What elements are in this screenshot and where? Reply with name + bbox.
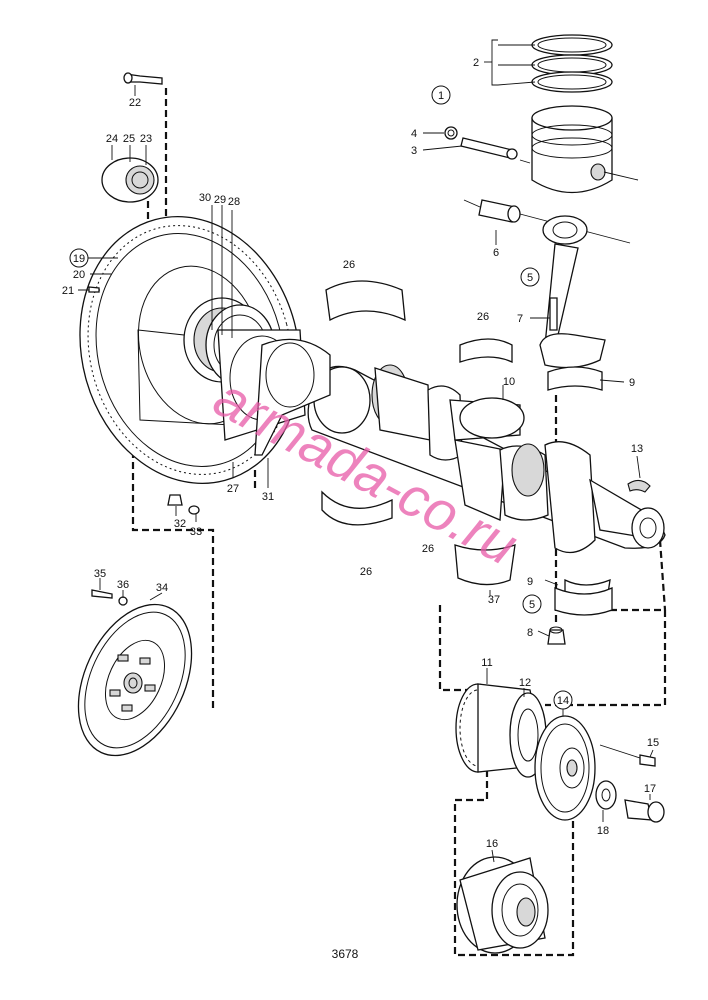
callout-circle-5a <box>520 267 540 287</box>
piston <box>531 105 639 194</box>
callout-26-b: 26 <box>477 311 489 323</box>
callout-circle-1 <box>431 85 451 105</box>
callout-26-c: 26 <box>360 566 372 578</box>
callout-23: 23 <box>140 133 152 145</box>
callout-15: 15 <box>647 737 659 749</box>
woodruff-key <box>627 455 651 493</box>
clutch-plate <box>77 578 193 757</box>
pilot-bearing <box>101 145 159 203</box>
callout-5-cap: 5 <box>529 599 535 611</box>
callout-11: 11 <box>481 657 492 669</box>
callout-13: 13 <box>631 443 643 455</box>
callout-18: 18 <box>597 825 609 837</box>
callout-22: 22 <box>129 97 141 109</box>
rod-cap-and-nut <box>537 587 613 645</box>
connecting-rod <box>530 215 606 369</box>
pulley-hub <box>534 706 665 823</box>
callout-circle-19 <box>69 248 89 268</box>
callout-4: 4 <box>411 128 417 140</box>
callout-26-a: 26 <box>343 259 355 271</box>
crankshaft-gear <box>455 668 547 778</box>
callout-circle-5b <box>522 594 542 614</box>
callout-9-lower: 9 <box>527 576 533 588</box>
drawing-number: 3678 <box>332 947 359 961</box>
callout-31: 31 <box>262 491 274 503</box>
flywheel-bolts <box>88 72 200 522</box>
callout-21: 21 <box>62 285 74 297</box>
callout-26-d: 26 <box>422 543 434 555</box>
callout-25: 25 <box>123 133 135 145</box>
callout-24: 24 <box>106 133 118 145</box>
callout-14: 14 <box>557 695 569 707</box>
piston-pin <box>422 126 531 164</box>
callout-3: 3 <box>411 145 417 157</box>
callout-8: 8 <box>527 627 533 639</box>
callout-28: 28 <box>228 196 240 208</box>
callout-1: 1 <box>438 90 444 102</box>
callout-12: 12 <box>519 677 531 689</box>
callout-30: 30 <box>199 192 211 204</box>
piston-rings <box>484 34 613 93</box>
rear-seal-housing <box>183 205 331 488</box>
callout-19: 19 <box>73 253 85 265</box>
callout-17: 17 <box>644 783 656 795</box>
crankshaft <box>307 364 666 554</box>
callout-36: 36 <box>117 579 129 591</box>
callout-20: 20 <box>73 269 85 281</box>
callout-16: 16 <box>486 838 498 850</box>
callout-29: 29 <box>214 194 226 206</box>
callout-labels: 1 2 3 4 5 5 6 7 8 9 9 10 11 12 13 14 15 … <box>62 57 659 850</box>
v-belt-pulley <box>456 849 549 954</box>
callout-circle-14 <box>553 690 573 710</box>
callout-27: 27 <box>227 483 239 495</box>
callout-5: 5 <box>527 272 533 284</box>
callout-34: 34 <box>156 582 168 594</box>
callout-6: 6 <box>493 247 499 259</box>
callout-33: 33 <box>190 526 202 538</box>
callout-10: 10 <box>503 376 515 388</box>
callout-7: 7 <box>517 313 523 325</box>
callout-2: 2 <box>473 57 479 69</box>
callout-9: 9 <box>629 377 635 389</box>
callout-37: 37 <box>488 594 500 606</box>
callout-32: 32 <box>174 518 186 530</box>
callout-35: 35 <box>94 568 106 580</box>
